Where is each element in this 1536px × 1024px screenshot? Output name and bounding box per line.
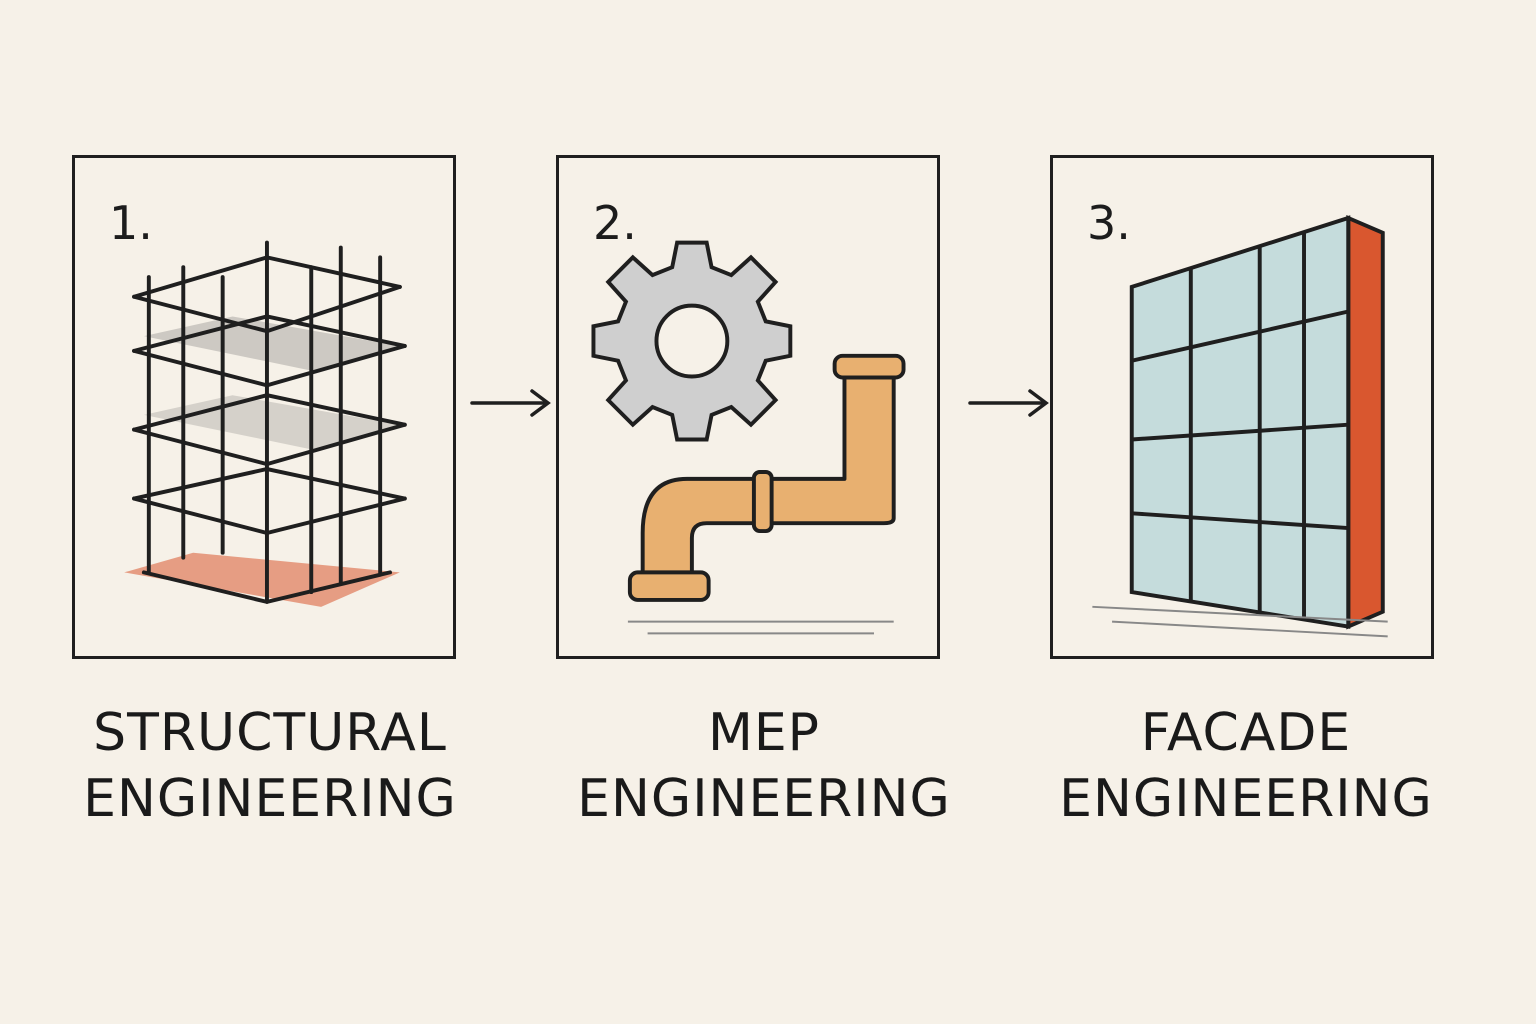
step-number: 1. <box>109 196 153 250</box>
label-line: ENGINEERING <box>1059 769 1433 829</box>
step-number: 3. <box>1087 196 1131 250</box>
label-line: ENGINEERING <box>577 769 951 829</box>
step-label-structural: STRUCTURAL ENGINEERING <box>60 700 480 832</box>
gear-and-pipe-icon <box>591 240 906 635</box>
label-line: ENGINEERING <box>83 769 457 829</box>
step-number: 2. <box>593 196 637 250</box>
step-panel-mep: 2. <box>556 155 940 659</box>
step-label-mep: MEP ENGINEERING <box>554 700 974 832</box>
arrow-right-icon <box>968 389 1049 417</box>
step-panel-structural: 1. <box>72 155 456 659</box>
label-line: STRUCTURAL <box>93 703 447 763</box>
step-panel-facade: 3. <box>1050 155 1434 659</box>
label-line: MEP <box>707 703 821 763</box>
arrow-right-icon <box>470 389 551 417</box>
building-frame-icon <box>124 240 407 607</box>
glass-facade-icon <box>1092 215 1388 638</box>
step-label-facade: FACADE ENGINEERING <box>1036 700 1456 832</box>
label-line: FACADE <box>1140 703 1352 763</box>
